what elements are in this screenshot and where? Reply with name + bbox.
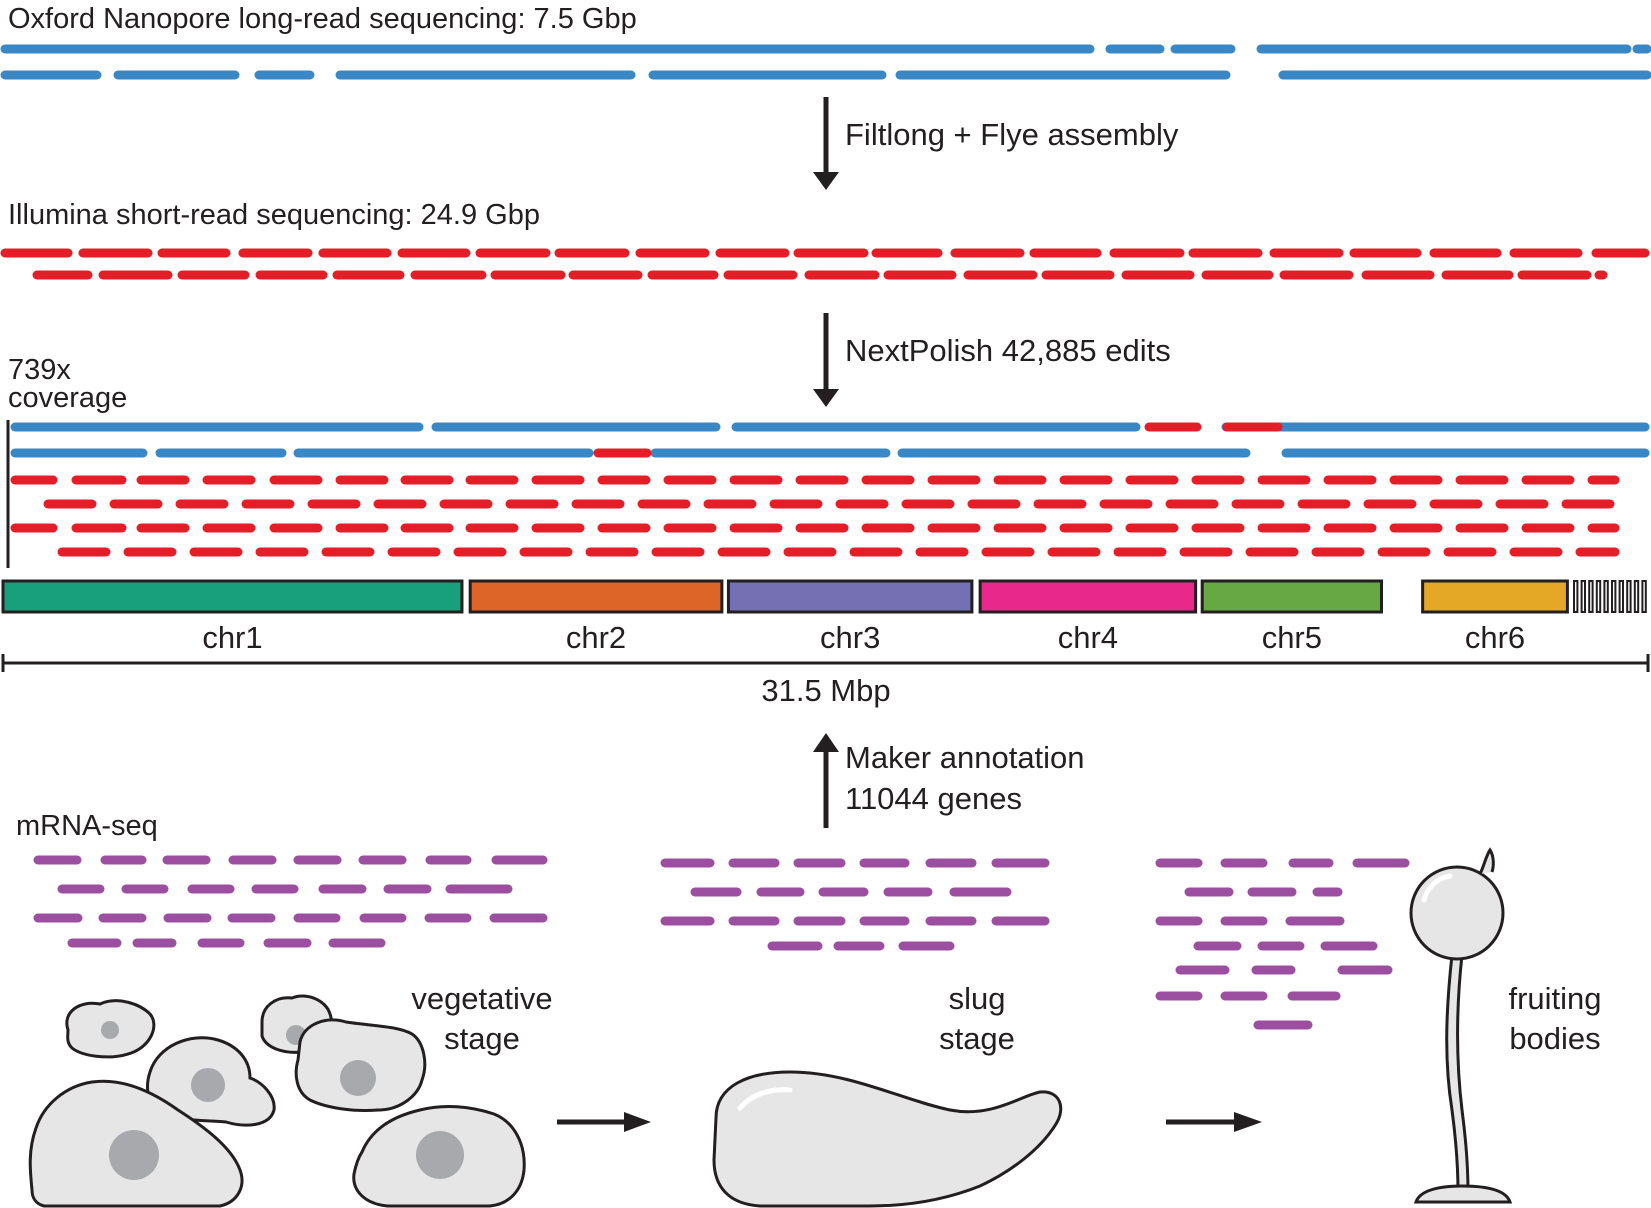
- slug-illustration: [712, 1070, 1063, 1208]
- chr4-label: chr4: [1058, 620, 1118, 655]
- fruiting-bodies-label-2: bodies: [1509, 1021, 1600, 1056]
- fruiting-body-illustration: [1409, 847, 1513, 1204]
- sorus-highlight: [1421, 873, 1453, 903]
- chr2-label: chr2: [566, 620, 626, 655]
- annotation-gene-count: 11044 genes: [845, 781, 1022, 816]
- chr6-block: [1421, 579, 1569, 614]
- chr3-block: [726, 579, 974, 614]
- scaffold-block: [1633, 580, 1640, 613]
- scaffold-block: [1588, 580, 1594, 613]
- slug-body: [712, 1070, 1063, 1208]
- chr4-block: [978, 579, 1198, 614]
- up-arrow-annotation-head: [813, 733, 839, 752]
- nucleus: [109, 1130, 159, 1180]
- stage-arrow-1-head: [624, 1112, 651, 1132]
- coverage-label: coverage: [8, 382, 127, 414]
- vegetative-stage-label-2: stage: [444, 1021, 520, 1056]
- genome-size-label: 31.5 Mbp: [761, 673, 890, 708]
- nucleus: [191, 1068, 225, 1102]
- nucleus: [340, 1060, 376, 1096]
- illumina-label: Illumina short-read sequencing: 24.9 Gbp: [8, 199, 540, 231]
- chr1-block: [1, 579, 464, 614]
- fruiting-bodies-label: fruiting: [1508, 981, 1601, 1016]
- chr2-block: [468, 579, 724, 614]
- scaffold-block: [1595, 580, 1602, 613]
- scaffold-block: [1611, 580, 1617, 613]
- unplaced-scaffolds: [1573, 580, 1647, 613]
- nucleus: [101, 1021, 119, 1039]
- mrna-reads: [33, 855, 1410, 1030]
- nucleus: [416, 1131, 464, 1179]
- down-arrow-assembly-head: [813, 172, 839, 190]
- chr5-label: chr5: [1262, 620, 1322, 655]
- scaffold-block: [1626, 580, 1632, 613]
- scaffold-block: [1580, 580, 1586, 613]
- slug-stage-label: slug: [949, 981, 1006, 1016]
- chromosome-labels: chr1 chr2 chr3 chr4 chr5 chr6: [202, 620, 1525, 655]
- stage-arrow-2-head: [1234, 1112, 1262, 1132]
- nanopore-label: Oxford Nanopore long-read sequencing: 7.…: [8, 3, 637, 35]
- fruiting-sorus: [1409, 865, 1505, 961]
- scaffold-block: [1618, 580, 1624, 613]
- mrna-seq-label: mRNA-seq: [16, 810, 158, 842]
- vegetative-cells-illustration: [28, 994, 526, 1208]
- fruiting-stalk: [1445, 953, 1470, 1194]
- assembly-step-label: Filtlong + Flye assembly: [845, 117, 1179, 152]
- scaffold-block: [1603, 580, 1609, 613]
- polish-step-label: NextPolish 42,885 edits: [845, 333, 1171, 368]
- chr3-label: chr3: [820, 620, 880, 655]
- vegetative-stage-label: vegetative: [411, 981, 552, 1016]
- coverage-reads: [10, 422, 1650, 557]
- slug-highlight: [737, 1087, 793, 1111]
- chr6-label: chr6: [1465, 620, 1525, 655]
- scaffold-block: [1573, 580, 1579, 613]
- fruiting-tip: [1478, 847, 1495, 875]
- annotation-step-label: Maker annotation: [845, 740, 1085, 775]
- scaffold-block: [1641, 580, 1647, 613]
- chromosome-bar: [1, 579, 1569, 614]
- nanopore-reads: [0, 44, 1651, 80]
- fruiting-base: [1413, 1184, 1513, 1204]
- chr5-block: [1200, 579, 1384, 614]
- slug-stage-label-2: stage: [939, 1021, 1015, 1056]
- illumina-reads: [0, 248, 1650, 280]
- down-arrow-polish-head: [813, 389, 839, 407]
- coverage-value: 739x: [8, 354, 71, 386]
- chr1-label: chr1: [202, 620, 262, 655]
